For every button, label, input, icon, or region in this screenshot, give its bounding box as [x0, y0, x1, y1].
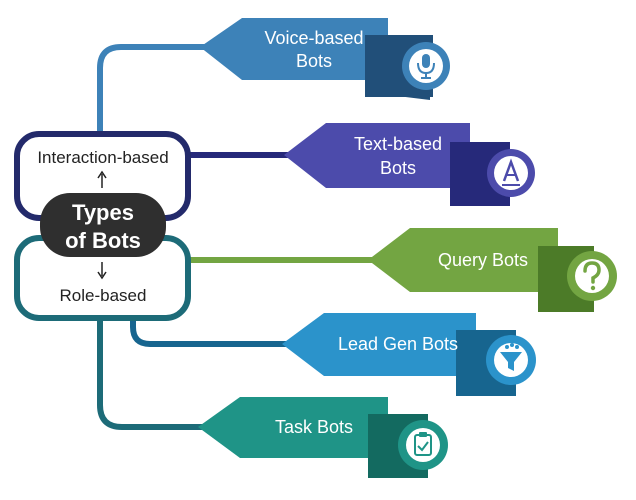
bot-query-banner — [368, 228, 558, 292]
center-title-line2: of Bots — [65, 228, 141, 253]
bot-text: Text-based Bots — [284, 123, 535, 206]
bot-text-banner — [284, 123, 470, 188]
bot-task-banner — [198, 397, 388, 458]
bot-query-label: Query Bots — [438, 250, 528, 270]
bot-text-icon-inner — [494, 156, 528, 190]
bot-query: Query Bots — [368, 228, 617, 312]
down-arrow-head-icon — [97, 271, 107, 280]
bot-leadgen-banner — [282, 313, 476, 376]
question-mark-icon — [583, 261, 601, 291]
connector-leadgen — [130, 318, 290, 347]
center-title-line1: Types — [72, 200, 134, 225]
connectors — [97, 44, 375, 430]
connector-voice — [97, 44, 205, 135]
microphone-icon — [417, 54, 435, 79]
connector-task — [97, 318, 205, 430]
interaction-label: Interaction-based — [37, 148, 168, 167]
bot-leadgen-label: Lead Gen Bots — [338, 334, 458, 354]
bot-voice-banner — [200, 18, 388, 80]
bot-voice: Voice-based Bots — [200, 18, 450, 100]
bot-leadgen: Lead Gen Bots — [282, 313, 536, 396]
bot-task: Task Bots — [198, 397, 448, 478]
center-pill — [40, 193, 166, 257]
bot-text-label-line1: Text-based — [354, 134, 442, 154]
center-node: Types of Bots — [40, 193, 166, 257]
role-label: Role-based — [60, 286, 147, 305]
letter-a-icon — [502, 158, 520, 186]
bot-voice-label-line2: Bots — [296, 51, 332, 71]
role-group: Role-based — [14, 235, 191, 321]
bot-task-label: Task Bots — [275, 417, 353, 437]
funnel-icon — [500, 343, 522, 371]
bot-text-label-line2: Bots — [380, 158, 416, 178]
up-arrow-head-icon — [97, 170, 107, 179]
clipboard-check-icon — [414, 432, 432, 456]
bot-voice-label-line1: Voice-based — [264, 28, 363, 48]
